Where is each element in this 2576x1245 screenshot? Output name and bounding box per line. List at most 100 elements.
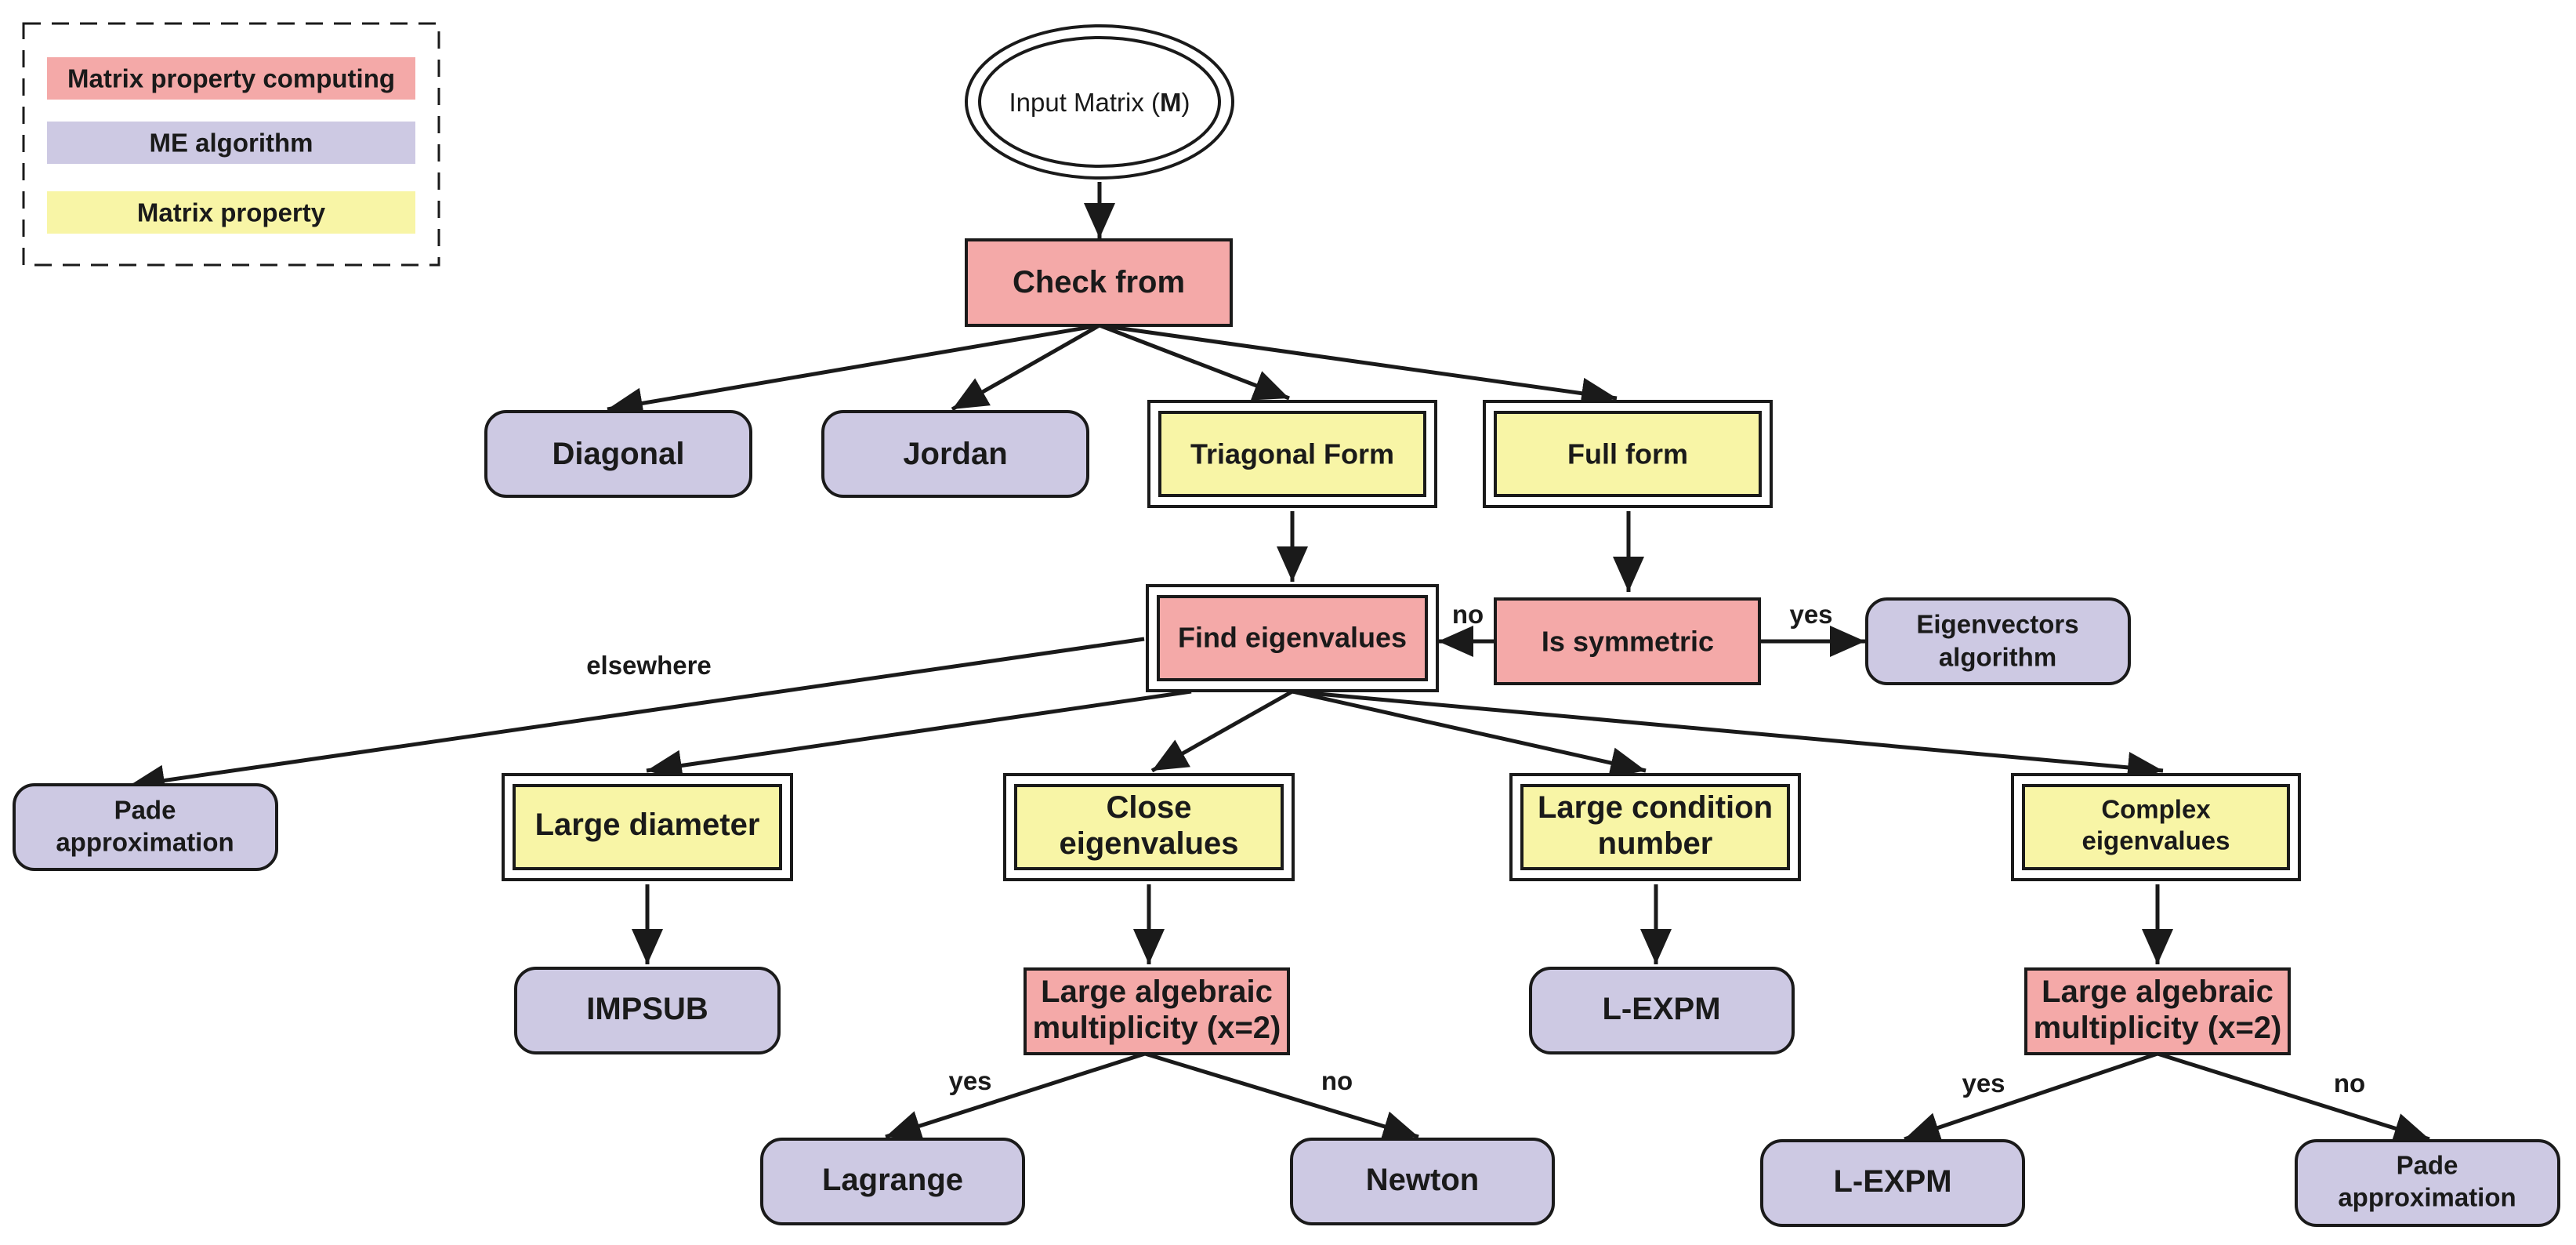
input-inner-ellipse — [978, 36, 1221, 168]
lexpm-mid-box — [1529, 967, 1795, 1054]
node-newton: Newton — [1290, 1138, 1555, 1225]
lexpm-mid-label: L-EXPM — [1602, 992, 1720, 1026]
node-large-algebraic-multiplicity-1: Large algebraic multiplicity (x=2) — [1024, 967, 1290, 1055]
node-triagonal-form: Triagonal Form — [1147, 400, 1437, 508]
triagonal-label: Triagonal Form — [1190, 438, 1394, 470]
legend-border — [22, 22, 440, 267]
large-cond-inner-box — [1520, 784, 1790, 870]
pade-left-label-line2: approximation — [56, 828, 234, 857]
impsub-label: IMPSUB — [586, 992, 708, 1026]
close-eig-label-line1: Close — [1107, 790, 1192, 825]
legend-swatch-algorithm — [47, 122, 415, 164]
edge-mult1-to-lagrange — [885, 1051, 1146, 1142]
legend-label-computing: Matrix property computing — [67, 64, 395, 93]
complex-eig-label-line2: eigenvalues — [2082, 826, 2230, 855]
edge-findeig-to-complex-eig — [1292, 689, 2164, 783]
node-input-matrix: Input Matrix (M) — [965, 24, 1234, 180]
is-symmetric-label: Is symmetric — [1542, 626, 1714, 658]
edge-check-to-fullform — [1099, 323, 1618, 409]
node-eigenvectors-algorithm: Eigenvectors algorithm — [1865, 597, 2131, 685]
edge-findeig-to-large-cond — [1292, 689, 1647, 779]
edge-findeig-to-close-eig — [1150, 689, 1294, 773]
node-impsub: IMPSUB — [514, 967, 781, 1054]
edge-label-no-symmetric: no — [1452, 600, 1484, 629]
legend-swatch-property — [47, 191, 415, 234]
pade-left-box — [13, 783, 278, 871]
triagonal-inner-box — [1158, 411, 1426, 497]
edge-findeig-to-pade-left — [129, 637, 1145, 797]
eigenvectors-label-line1: Eigenvectors — [1916, 610, 2078, 639]
edge-label-no-pade: no — [2334, 1069, 2365, 1098]
lexpm-bottom-label: L-EXPM — [1833, 1164, 1951, 1199]
close-eig-label-line2: eigenvalues — [1059, 826, 1238, 861]
pade-right-box — [2295, 1139, 2560, 1227]
mult2-label-line2: multiplicity (x=2) — [2034, 1011, 2282, 1045]
pade-right-label-line2: approximation — [2338, 1183, 2516, 1212]
newton-label: Newton — [1366, 1163, 1479, 1197]
jordan-box — [821, 410, 1089, 498]
node-lagrange: Lagrange — [760, 1138, 1025, 1225]
edge-label-yes-lexpm: yes — [1962, 1069, 2005, 1098]
edge-mult2-to-pade-right — [2157, 1051, 2430, 1144]
edge-check-to-diagonal — [607, 323, 1100, 419]
legend-swatch-computing — [47, 57, 415, 100]
full-form-inner-box — [1494, 411, 1762, 497]
find-eigenvalues-label: Find eigenvalues — [1178, 622, 1407, 654]
large-diameter-inner-box — [513, 784, 782, 870]
mult2-label-line1: Large algebraic — [2042, 975, 2273, 1009]
complex-eig-inner-box — [2022, 784, 2290, 870]
node-pade-approximation-right: Pade approximation — [2295, 1139, 2560, 1227]
mult1-label-line2: multiplicity (x=2) — [1033, 1011, 1281, 1045]
full-form-label: Full form — [1567, 438, 1688, 470]
impsub-box — [514, 967, 781, 1054]
edge-labels: no yes elsewhere yes no yes no — [586, 600, 2365, 1098]
node-large-condition-number: Large condition number — [1509, 773, 1801, 881]
diagonal-label: Diagonal — [553, 437, 685, 471]
edge-label-yes-symmetric: yes — [1789, 600, 1832, 629]
node-diagonal: Diagonal — [484, 410, 752, 498]
legend-label-property: Matrix property — [137, 198, 326, 227]
lagrange-label: Lagrange — [822, 1163, 963, 1197]
node-large-algebraic-multiplicity-2: Large algebraic multiplicity (x=2) — [2024, 967, 2291, 1055]
node-complex-eigenvalues: Complex eigenvalues — [2011, 773, 2301, 881]
check-from-label: Check from — [1013, 265, 1185, 299]
eigenvectors-label-line2: algorithm — [1939, 643, 2056, 672]
node-lexpm-bottom: L-EXPM — [1760, 1139, 2025, 1227]
edge-label-yes-lagrange: yes — [948, 1066, 991, 1095]
pade-right-label-line1: Pade — [2397, 1151, 2458, 1180]
legend: Matrix property computing ME algorithm M… — [22, 22, 440, 267]
large-cond-label-line2: number — [1598, 826, 1713, 861]
node-close-eigenvalues: Close eigenvalues — [1003, 773, 1295, 881]
newton-box — [1290, 1138, 1555, 1225]
check-from-box — [965, 238, 1233, 327]
edge-mult1-to-newton — [1144, 1051, 1419, 1142]
jordan-label: Jordan — [903, 437, 1007, 471]
lexpm-bottom-box — [1760, 1139, 2025, 1227]
pade-left-label-line1: Pade — [114, 796, 176, 825]
mult1-box — [1024, 967, 1290, 1055]
edge-findeig-to-large-diameter — [646, 689, 1192, 782]
edge-label-no-newton: no — [1321, 1066, 1353, 1095]
diagonal-box — [484, 410, 752, 498]
mult1-label-line1: Large algebraic — [1041, 975, 1273, 1009]
node-full-form: Full form — [1483, 400, 1773, 508]
legend-label-algorithm: ME algorithm — [149, 129, 313, 158]
node-find-eigenvalues: Find eigenvalues — [1146, 584, 1439, 692]
node-pade-approximation-left: Pade approximation — [13, 783, 278, 871]
is-symmetric-box — [1494, 597, 1761, 685]
lagrange-box — [760, 1138, 1025, 1225]
node-lexpm-middle: L-EXPM — [1529, 967, 1795, 1054]
node-large-diameter: Large diameter — [502, 773, 793, 881]
edge-check-to-jordan — [951, 323, 1101, 412]
node-jordan: Jordan — [821, 410, 1089, 498]
node-check-from: Check from — [965, 238, 1233, 327]
edges — [129, 182, 2430, 1144]
edge-check-to-triagonal — [1099, 323, 1290, 401]
mult2-box — [2024, 967, 2291, 1055]
complex-eig-label-line1: Complex — [2101, 795, 2211, 824]
eigenvectors-box — [1865, 597, 2131, 685]
node-is-symmetric: Is symmetric — [1494, 597, 1761, 685]
input-matrix-label: Input Matrix (M) — [1009, 88, 1190, 117]
close-eig-inner-box — [1014, 784, 1284, 870]
